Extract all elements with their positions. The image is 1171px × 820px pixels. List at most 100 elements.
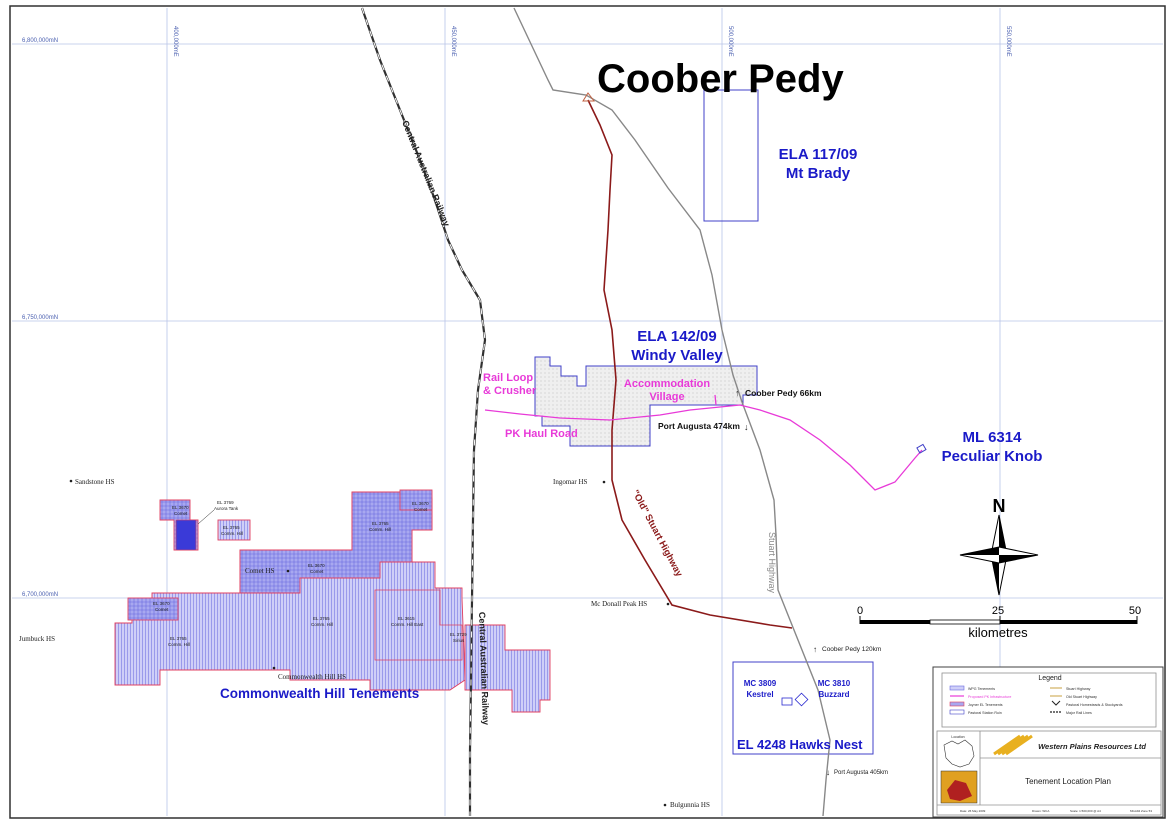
el3765b-name: Comm. Hill [369,527,391,532]
el3769-label: EL 3769 [217,500,234,505]
mc-3809-label: MC 3809 [744,679,777,688]
footer-date: Date: 26 May 2009 [960,809,986,813]
el3769-name: Aurora Tank [214,506,239,511]
el3765d-label: EL 3765 [313,616,330,621]
comet-hs-label: Comet HS [245,567,274,575]
el3729-label: EL 3729 [450,632,467,637]
legend-item-homesteads: Pastoral Homesteads & Stockyards [1066,703,1123,707]
grid-northing-6700: 6,700,000mN [22,592,58,598]
port-augusta-474-label: Port Augusta 474km [658,421,740,431]
legend-item-rail-lines: Major Rail Lines [1066,711,1092,715]
commonwealth-hill-tenements [114,489,551,713]
pk-haul-road-label: PK Haul Road [505,428,578,440]
accommodation-label: Accommodation [624,378,710,390]
rail-loop-label-2: & Crusher [483,385,537,397]
el3765b-label: EL 3765 [372,521,389,526]
port-augusta-405-label: Port Augusta 405km [834,770,888,776]
el3670b-label: EL 3670 [412,501,429,506]
arrow-up-icon: ↑ [813,645,817,654]
bulgunnia-hs-label: Bulgunnia HS [670,801,710,809]
accommodation-label-2: Village [649,391,684,403]
el3765a-name: Comm. Hill [221,531,243,536]
el3670a-label: EL 3670 [172,505,189,510]
el3765c-name: Comm. Hill [168,642,190,647]
mc-3809-name: Kestrel [746,690,773,699]
ml-6314-peculiar-knob-area [916,443,927,454]
legend-item-wpg-tenements: WPG Tenements [968,687,995,691]
el3765a-label: EL 3765 [223,525,240,530]
el3670c-label: EL 3670 [308,563,325,568]
el-4248-label: EL 4248 Hawks Nest [737,737,863,752]
el3765d-name: Comm. Hill [311,622,333,627]
company-name: Western Plains Resources Ltd [1038,742,1146,751]
ml-6314-name: Peculiar Knob [942,448,1043,465]
el3670b-name: Comet [414,507,428,512]
legend: Legend WPG Tenements Proposed PK Infrast… [932,666,1164,818]
el3615-label: EL 3615 [398,616,415,621]
commonwealth-hill-label: Commonwealth Hill Tenements [220,686,419,701]
el3670c-name: Comet [310,569,324,574]
north-label: N [993,496,1006,516]
location-label: Location [951,735,964,739]
coober-pedy-town-marker [582,92,595,102]
grid-easting-500: 500,000mE [727,26,733,57]
el3765c-label: EL 3765 [170,636,187,641]
australia-map-icon [943,739,975,768]
ela-117-mt-brady-area [703,89,759,222]
arrow-down-icon: ↓ [744,422,749,432]
el3670d-label: EL 3670 [153,601,170,606]
legend-title: Legend [1038,675,1061,682]
grid-easting-550: 550,000mE [1005,26,1011,57]
footer-drawn: Drawn: WCA [1032,809,1049,813]
ela-117-name: Mt Brady [786,165,851,182]
grid-easting-400: 400,000mE [172,26,178,57]
ela-142-windy-valley-area [534,356,758,447]
ela-142-name: Windy Valley [631,347,723,364]
mc-3810-label: MC 3810 [818,679,851,688]
coober-pedy-120-label: Coober Pedy 120km [822,646,881,653]
commonwealth-hill-hs-label: Commonwealth Hill HS [278,673,346,681]
legend-item-pk-infrastructure: Proposed PK Infrastructure [968,695,1011,699]
pk-haul-road-line [484,404,923,491]
homesteads: Sandstone HS Ingomar HS Mc Donall Peak H… [19,478,710,809]
north-arrow-icon: N [959,496,1039,596]
scale-unit: kilometres [968,625,1028,640]
old-stuart-highway-line [587,99,793,629]
el3729-name: Sirius [453,638,465,643]
grid-labels: 400,000mE 450,000mE 500,000mE 550,000mE … [22,26,1011,598]
ml-6314-label: ML 6314 [963,429,1023,446]
ingomar-hs-label: Ingomar HS [553,478,588,486]
el3670d-name: Comet [155,607,169,612]
stuart-highway-label: Stuart Highway [767,532,777,594]
grid-northing-6800: 6,800,000mN [22,38,58,44]
scale-tick-0: 0 [857,605,863,617]
mc-3810-buzzard-area [794,692,809,707]
mc-3810-name: Buzzard [818,690,849,699]
legend-item-old-stuart-highway: Old Stuart Highway [1066,695,1097,699]
grid-northing-6750: 6,750,000mN [22,315,58,321]
scale-tick-50: 50 [1129,605,1141,617]
legend-item-station-ruin: Pastoral Station Ruin [968,711,1002,715]
scale-tick-25: 25 [992,605,1004,617]
footer-projection: MGA94 Zone 53 [1130,809,1152,813]
el-4248-hawks-nest-area [732,661,874,755]
sandstone-hs-label: Sandstone HS [75,478,115,486]
jumbuck-hs-label: Jumbuck HS [19,635,55,643]
footer-scale: Scale: 1:500,000 @ A4 [1070,809,1101,813]
plan-title: Tenement Location Plan [1025,777,1111,786]
grid-easting-450: 450,000mE [450,26,456,57]
small-tenement-labels: EL 3670 Comet EL 3769 Aurora Tank EL 376… [153,500,467,647]
company-logo-icon [993,734,1033,756]
stuart-highway-line [513,7,831,817]
ela-142-label: ELA 142/09 [637,328,717,345]
mcdonall-peak-hs-label: Mc Donall Peak HS [591,600,647,608]
mc-3809-kestrel-area [781,697,793,706]
el3670a-name: Comet [174,511,188,516]
arrow-down-icon: ↓ [826,768,830,777]
rail-loop-label: Rail Loop [483,372,533,384]
railway-label-south: Central Australian Railway [477,612,491,725]
el3615-name: Comm. Hill East [391,622,424,627]
legend-item-joyner-tenements: Joyner EL Tenements [968,703,1003,707]
map-title: Coober Pedy [597,57,844,101]
